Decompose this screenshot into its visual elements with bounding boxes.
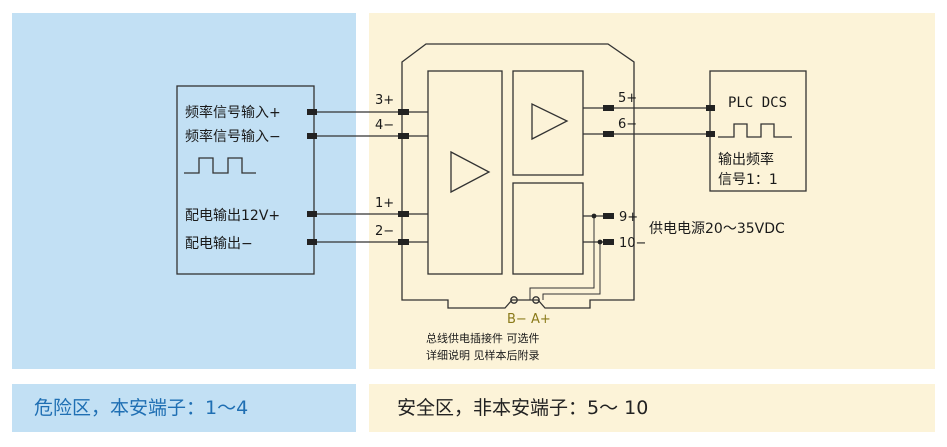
terminal-block	[603, 213, 614, 219]
terminal-block	[307, 211, 317, 217]
field-device-box	[176, 85, 315, 275]
terminal-block	[603, 105, 614, 111]
terminal-label-10: 10−	[619, 236, 646, 251]
label-freq-in-plus: 频率信号输入+	[185, 104, 281, 121]
terminal-block	[603, 131, 614, 137]
terminal-label-4: 4−	[375, 118, 394, 133]
terminal-block	[398, 211, 409, 217]
junction-dot	[597, 239, 603, 245]
junction-dot	[591, 213, 597, 219]
plc-output-line2: 信号1：1	[718, 172, 778, 188]
bus-connector-label: B− A+	[507, 312, 551, 327]
bus-pin-a	[532, 296, 540, 304]
bus-lead-b	[529, 216, 595, 300]
terminal-label-3: 3+	[375, 93, 394, 108]
terminal-block	[307, 109, 317, 115]
output-module	[512, 70, 584, 176]
bus-note-line2: 详细说明 见样本后附录	[426, 348, 540, 362]
safe-area-zone	[369, 13, 935, 369]
pulse-waveform-icon	[184, 157, 256, 174]
terminal-block	[706, 105, 715, 111]
plc-title: PLC DCS	[728, 95, 787, 111]
bus-pin-b	[510, 296, 518, 304]
hazardous-area-caption: 危险区，本安端子：1～4	[34, 397, 249, 419]
safe-area-caption: 安全区，非本安端子：5～ 10	[397, 397, 649, 419]
input-module	[427, 70, 503, 275]
power-supply-label: 供电电源20～35VDC	[649, 221, 785, 237]
terminal-label-5: 5+	[618, 91, 637, 106]
terminal-block	[398, 109, 409, 115]
bus-note-line1: 总线供电插接件 可选件	[426, 331, 540, 345]
hazardous-area-zone	[12, 13, 356, 369]
terminal-block	[398, 239, 409, 245]
hazardous-area-caption-box: 危险区，本安端子：1～4	[12, 384, 356, 432]
terminal-label-1: 1+	[375, 196, 394, 211]
terminal-label-2: 2−	[375, 224, 394, 239]
label-power-out-12v: 配电输出12V+	[185, 208, 280, 224]
label-power-out-minus: 配电输出−	[185, 236, 253, 252]
pulse-waveform-icon	[718, 123, 792, 138]
terminal-block	[706, 131, 715, 137]
plc-output-line1: 输出频率	[718, 151, 774, 168]
amplifier-triangle-icon	[450, 150, 491, 194]
terminal-block	[307, 239, 317, 245]
terminal-label-9: 9+	[619, 210, 638, 225]
terminal-label-6: 6−	[618, 117, 637, 132]
label-freq-in-minus: 频率信号输入−	[185, 128, 281, 145]
power-module	[512, 182, 584, 275]
safe-area-caption-box: 安全区，非本安端子：5～ 10	[369, 384, 935, 432]
barrier-housing	[401, 43, 635, 309]
terminal-block	[603, 239, 614, 245]
terminal-block	[398, 133, 409, 139]
terminal-block	[307, 133, 317, 139]
amplifier-triangle-icon	[531, 102, 569, 141]
bus-lead-a	[542, 242, 601, 300]
